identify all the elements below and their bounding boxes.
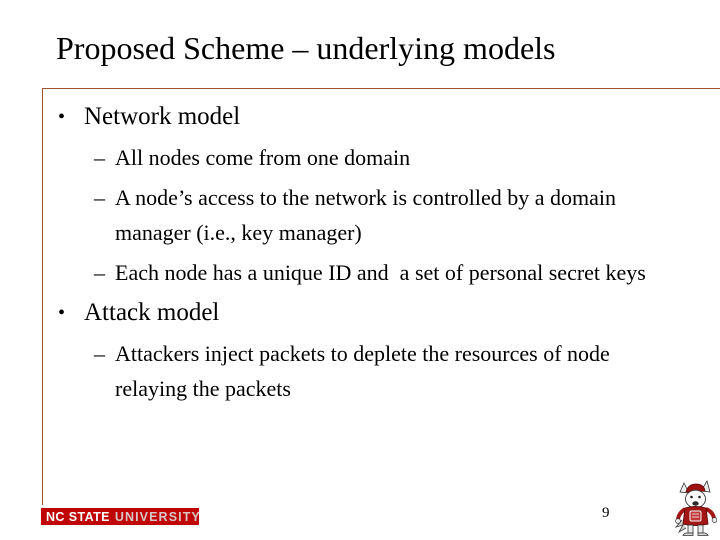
bullet-item-network-model: • Network model [58,100,720,134]
bullet-icon: • [58,106,66,128]
sub-bullet-item: – Attackers inject packets to deplete th… [94,336,679,406]
sub-bullet-list: – Attackers inject packets to deplete th… [94,336,679,406]
slide-title: Proposed Scheme – underlying models [56,30,556,66]
sub-bullet-item: – All nodes come from one domain [94,140,679,175]
logo-text-secondary: UNIVERSITY [114,509,201,524]
bullet-label: Network model [84,103,241,130]
sub-bullet-item: – A node’s access to the network is cont… [94,180,679,250]
bullet-item-attack-model: • Attack model [58,296,720,330]
wolf-mascot-icon [675,480,717,536]
sub-bullet-list: – All nodes come from one domain – A nod… [94,140,679,290]
sub-bullet-text: All nodes come from one domain [115,145,411,170]
nc-state-university-logo: NC STATE UNIVERSITY [41,508,201,525]
dash-icon: – [94,341,105,366]
dash-icon: – [94,260,105,285]
content-box: • Network model – All nodes come from on… [42,88,720,505]
bullet-label: Attack model [84,299,220,326]
sub-bullet-text: A node’s access to the network is contro… [115,185,622,245]
sub-bullet-item: – Each node has a unique ID and a set of… [94,255,679,290]
sub-bullet-text: Each node has a unique ID and a set of p… [115,260,646,285]
page-number: 9 [602,505,610,521]
bullet-icon: • [58,302,66,324]
sub-bullet-text: Attackers inject packets to deplete the … [115,341,616,401]
logo-text-primary: NC STATE [46,509,110,524]
dash-icon: – [94,145,105,170]
dash-icon: – [94,185,105,210]
